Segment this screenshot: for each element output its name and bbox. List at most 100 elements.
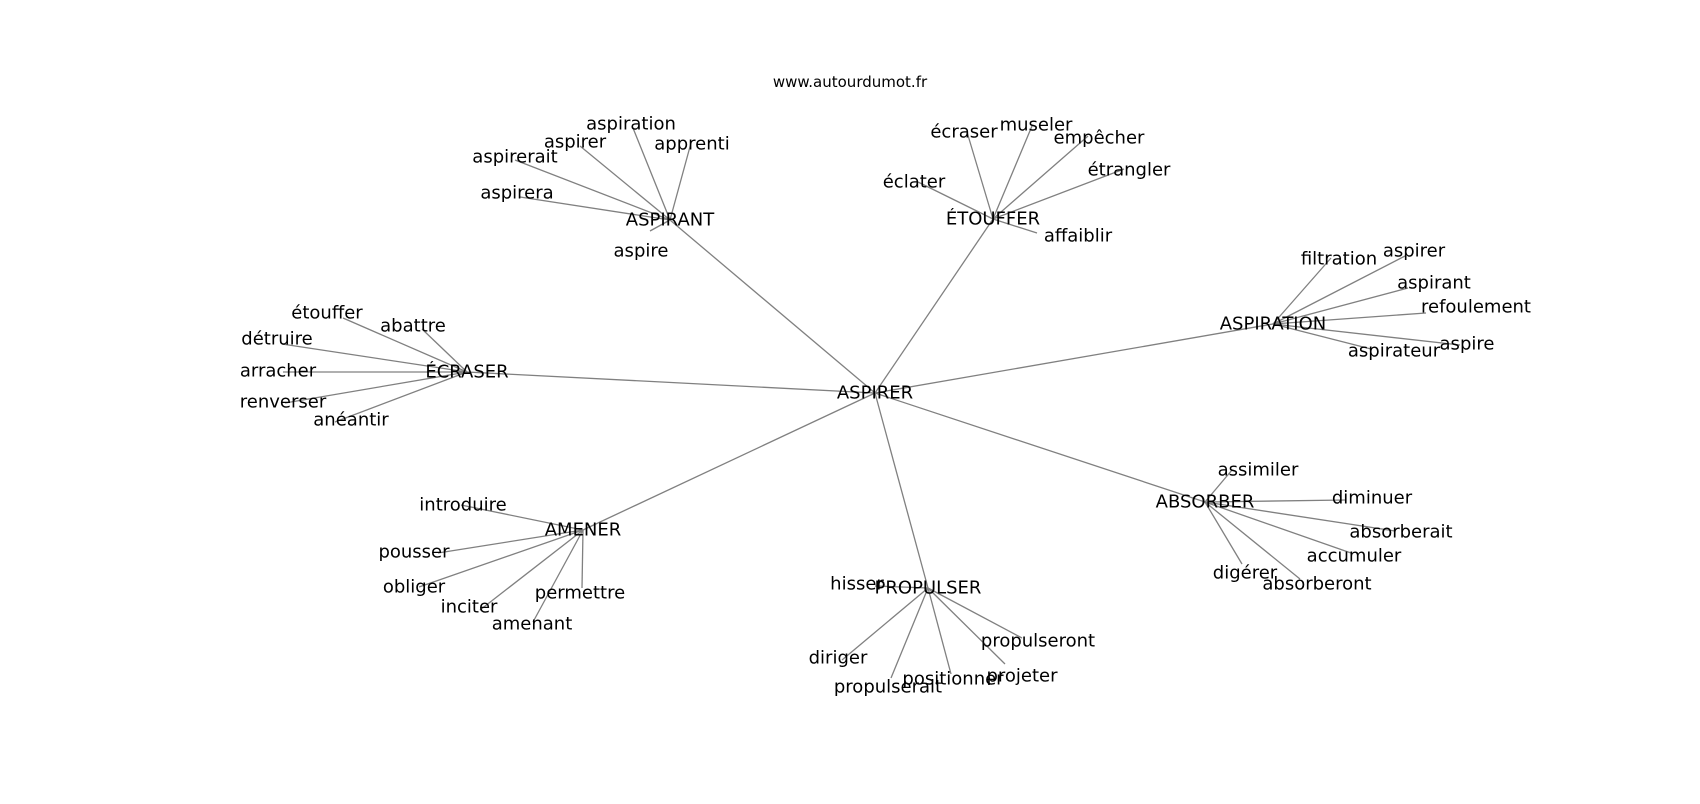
edge-etouffer-empecher (992, 135, 1089, 220)
node-leaf-aspirant-aspiration[interactable]: aspiration (586, 114, 676, 135)
edge-aspiration-filtration (1272, 257, 1332, 325)
node-leaf-propulser-projeter[interactable]: projeter (986, 666, 1058, 687)
node-hub-absorber[interactable]: ABSORBER (1156, 492, 1255, 513)
edge-aspiration-aspire (1272, 323, 1461, 346)
node-leaf-propulser-hisser[interactable]: hisser (830, 574, 884, 595)
edge-propulser-propulseront (927, 587, 1023, 639)
node-hub-aspirant[interactable]: ASPIRANT (626, 210, 715, 231)
edge-aspirant-aspirera (519, 196, 671, 221)
node-hub-amener[interactable]: AMENER (545, 520, 622, 541)
edge-amener-obliger (418, 529, 584, 588)
node-hub-propulser[interactable]: PROPULSER (875, 578, 982, 599)
node-leaf-absorber-absorberait[interactable]: absorberait (1349, 522, 1452, 543)
node-leaf-aspiration-filtration[interactable]: filtration (1301, 249, 1377, 270)
edge-root-aspiration (874, 323, 1274, 394)
edge-root-propulser (874, 392, 929, 589)
node-leaf-aspirant-aspirera[interactable]: aspirera (480, 183, 553, 204)
edge-aspirant-aspire (649, 219, 671, 232)
node-leaf-propulser-positionner[interactable]: positionner (902, 669, 1004, 690)
edge-amener-amenant (532, 529, 584, 623)
node-leaf-etouffer-etrangler[interactable]: étrangler (1088, 160, 1171, 181)
node-leaf-amener-permettre[interactable]: permettre (535, 583, 625, 604)
node-leaf-aspiration-aspire[interactable]: aspire (1440, 334, 1495, 355)
edge-propulser-propulserait (890, 587, 929, 679)
edge-aspirant-aspirer (579, 145, 671, 221)
edge-etouffer-affaiblir (992, 218, 1038, 234)
node-leaf-absorber-assimiler[interactable]: assimiler (1218, 460, 1299, 481)
edge-absorber-absorberait (1204, 501, 1396, 532)
node-leaf-aspiration-aspirateur[interactable]: aspirateur (1348, 341, 1441, 362)
node-leaf-propulser-diriger[interactable]: diriger (809, 648, 868, 669)
edge-root-aspirant (669, 219, 876, 394)
node-leaf-absorber-absorberont[interactable]: absorberont (1262, 574, 1371, 595)
edge-root-absorber (874, 392, 1206, 503)
edge-aspiration-refoulement (1272, 312, 1427, 325)
node-leaf-amener-pousser[interactable]: pousser (378, 542, 450, 563)
edge-absorber-digerer (1204, 501, 1243, 565)
node-leaf-absorber-digerer[interactable]: digérer (1213, 563, 1278, 584)
edge-layer (281, 125, 1461, 679)
edge-ecraser-detruire (281, 343, 468, 373)
edge-etouffer-museler (992, 125, 1033, 220)
edge-ecraser-renverser (284, 371, 468, 404)
edge-root-amener (582, 392, 876, 531)
edge-propulser-positionner (927, 587, 952, 675)
edge-amener-inciter (479, 529, 584, 611)
node-leaf-aspiration-refoulement[interactable]: refoulement (1421, 297, 1531, 318)
node-leaf-ecraser-aneantir[interactable]: anéantir (313, 410, 389, 431)
node-leaf-absorber-diminuer[interactable]: diminuer (1332, 488, 1413, 509)
node-leaf-aspirant-apprenti[interactable]: apprenti (654, 134, 729, 155)
edge-amener-introduire (460, 504, 584, 531)
edge-aspiration-aspirateur (1272, 323, 1372, 350)
edge-propulser-diriger (841, 587, 929, 661)
edge-amener-permettre (581, 529, 584, 589)
edge-ecraser-abattre (421, 328, 468, 373)
node-leaf-etouffer-eclater[interactable]: éclater (883, 172, 946, 193)
edge-etouffer-ecraser (966, 131, 994, 220)
node-hub-etouffer[interactable]: ÉTOUFFER (946, 208, 1040, 230)
source-label: www.autourdumot.fr (772, 73, 928, 91)
edge-ecraser-etouffer (342, 317, 468, 373)
edge-aspirant-aspirerait (514, 159, 671, 221)
node-leaf-amener-amenant[interactable]: amenant (492, 614, 573, 635)
node-hub-aspiration[interactable]: ASPIRATION (1220, 314, 1327, 335)
node-leaf-propulser-propulserait[interactable]: propulserait (834, 677, 942, 698)
edge-etouffer-etrangler (992, 168, 1125, 220)
edge-etouffer-eclater (917, 181, 994, 220)
node-leaf-etouffer-ecraser[interactable]: écraser (930, 122, 998, 143)
node-leaf-ecraser-arracher[interactable]: arracher (240, 361, 317, 382)
node-leaf-aspirant-aspirer[interactable]: aspirer (544, 132, 607, 153)
edge-absorber-accumuler (1204, 501, 1352, 554)
edge-aspirant-apprenti (669, 142, 692, 221)
edge-aspiration-aspirant (1272, 287, 1409, 325)
node-leaf-aspirant-aspirerait[interactable]: aspirerait (472, 147, 557, 168)
edge-aspirant-aspiration (632, 127, 671, 221)
edge-root-etouffer (874, 218, 994, 394)
node-leaf-aspiration-aspirer[interactable]: aspirer (1383, 241, 1446, 262)
edge-propulser-projeter (927, 587, 1006, 665)
node-hub-ecraser[interactable]: ÉCRASER (425, 361, 508, 383)
node-leaf-ecraser-detruire[interactable]: détruire (241, 329, 312, 350)
edge-absorber-diminuer (1204, 499, 1347, 503)
node-leaf-absorber-accumuler[interactable]: accumuler (1307, 546, 1402, 567)
node-root-aspirer[interactable]: ASPIRER (837, 383, 913, 404)
node-leaf-etouffer-museler[interactable]: museler (1000, 115, 1073, 136)
node-leaf-amener-inciter[interactable]: inciter (441, 597, 498, 618)
node-leaf-etouffer-empecher[interactable]: empêcher (1054, 128, 1145, 149)
node-leaf-ecraser-abattre[interactable]: abattre (380, 316, 446, 337)
node-leaf-propulser-propulseront[interactable]: propulseront (981, 631, 1095, 652)
node-leaf-amener-introduire[interactable]: introduire (419, 495, 506, 516)
node-leaf-etouffer-affaiblir[interactable]: affaiblir (1044, 226, 1113, 247)
node-leaf-aspiration-aspirant[interactable]: aspirant (1397, 273, 1471, 294)
node-leaf-aspirant-aspire[interactable]: aspire (614, 241, 669, 262)
node-leaf-amener-obliger[interactable]: obliger (383, 577, 446, 598)
node-leaf-ecraser-renverser[interactable]: renverser (240, 392, 327, 413)
edge-amener-pousser (437, 529, 584, 554)
edge-aspiration-aspirer (1272, 255, 1406, 325)
edge-absorber-absorberont (1204, 501, 1301, 580)
edge-propulser-hisser (874, 585, 929, 589)
node-leaf-ecraser-etouffer[interactable]: étouffer (291, 303, 363, 324)
